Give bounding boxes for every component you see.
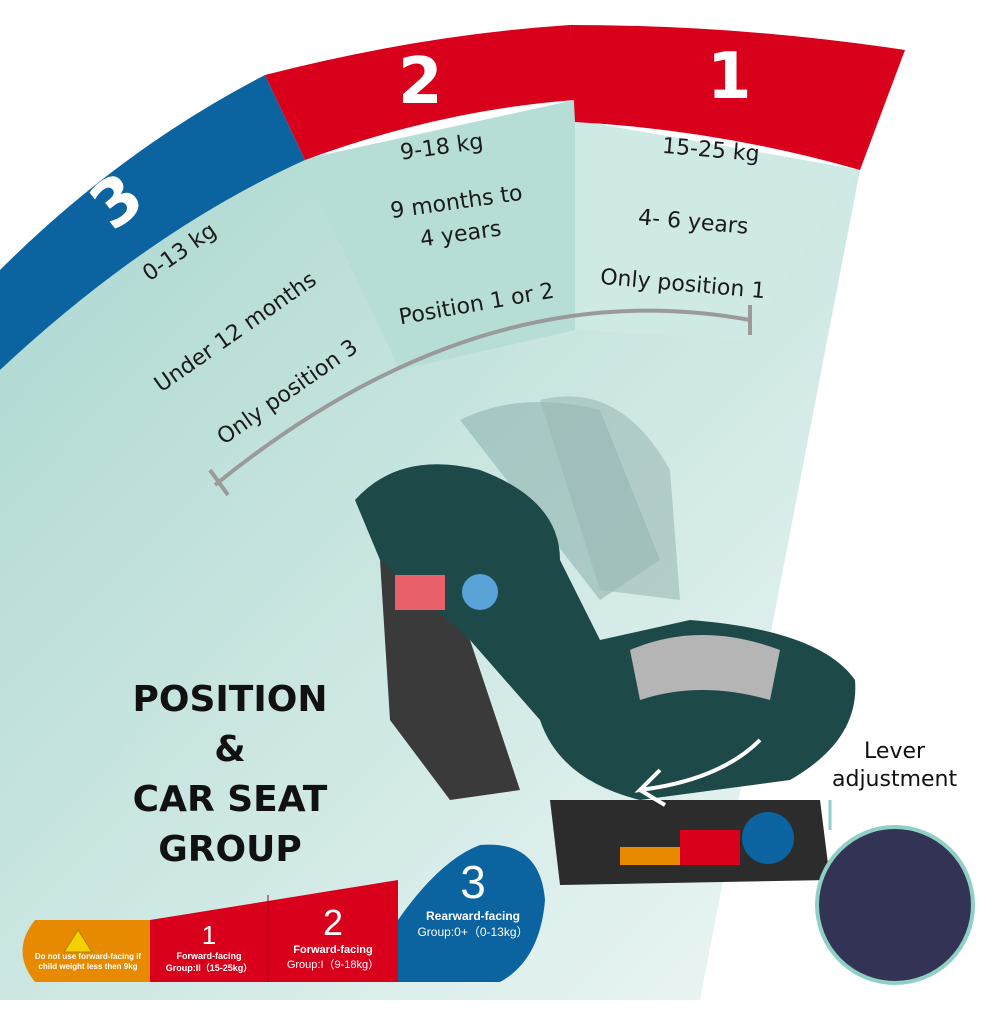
lever-zoom-inset: [815, 825, 975, 985]
title-line2: &: [214, 729, 246, 770]
band-group-2: [265, 25, 575, 160]
strip-group: Group:II（15-25kg）: [165, 963, 253, 973]
wedge-2: [300, 100, 575, 370]
strip-number: 2: [322, 902, 344, 943]
warning-icon: [63, 929, 93, 953]
title-line1: POSITION: [132, 679, 328, 720]
band-group-3: [0, 75, 305, 370]
strip-label: Forward-facing: [176, 951, 242, 961]
page-title: POSITION & CAR SEAT GROUP: [60, 675, 400, 875]
strip-item-2: 2 Forward-facing Group:I（9-18kg）: [268, 902, 398, 971]
strip-label: Rearward-facing: [425, 909, 521, 923]
lever-adjustment-label: Lever adjustment: [832, 738, 957, 794]
lever-line2: adjustment: [832, 767, 958, 792]
strip-group: Group:I（9-18kg）: [286, 959, 380, 971]
strip-group: Group:0+（0-13kg）: [417, 925, 529, 939]
group-1-number: 1: [707, 40, 752, 114]
strip-blue-bg: [398, 844, 545, 982]
car-seat-image: [355, 396, 856, 885]
lever-line1: Lever: [864, 739, 926, 764]
strip-number: 3: [460, 856, 486, 908]
strip-item-3: 3 Rearward-facing Group:0+（0-13kg）: [398, 855, 548, 939]
rotation-arrow-icon: [634, 738, 762, 807]
title-line3: CAR SEAT GROUP: [132, 779, 328, 870]
group-2-number: 2: [398, 45, 443, 119]
strip-label: Forward-facing: [293, 944, 373, 956]
position-arc: [213, 308, 751, 487]
wedge-1: [575, 120, 860, 340]
band-group-1: [570, 25, 905, 170]
strip-red-bg: [150, 880, 398, 982]
strip-item-1: 1 Forward-facing Group:II（15-25kg）: [150, 920, 268, 982]
warning-text: Do not use forward-facing if child weigh…: [34, 952, 142, 971]
strip-number: 1: [201, 920, 217, 950]
